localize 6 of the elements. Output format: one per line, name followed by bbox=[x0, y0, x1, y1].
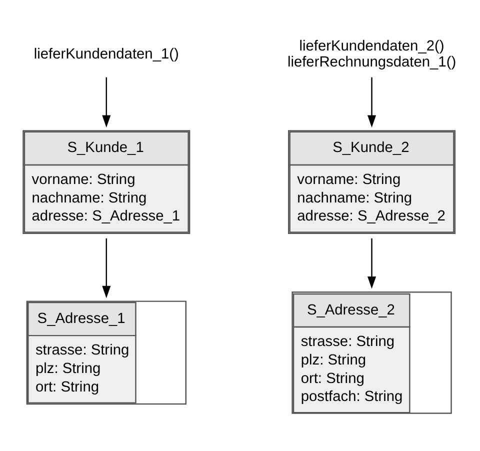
arrow bbox=[367, 238, 376, 289]
arrow bbox=[367, 77, 376, 128]
arrow bbox=[102, 238, 111, 298]
node-text: lieferKundendaten_2() lieferRechnungsdaten_1() bbox=[287, 38, 456, 71]
arrow bbox=[102, 77, 111, 128]
node-text: lieferKundendaten_1() bbox=[34, 46, 179, 63]
